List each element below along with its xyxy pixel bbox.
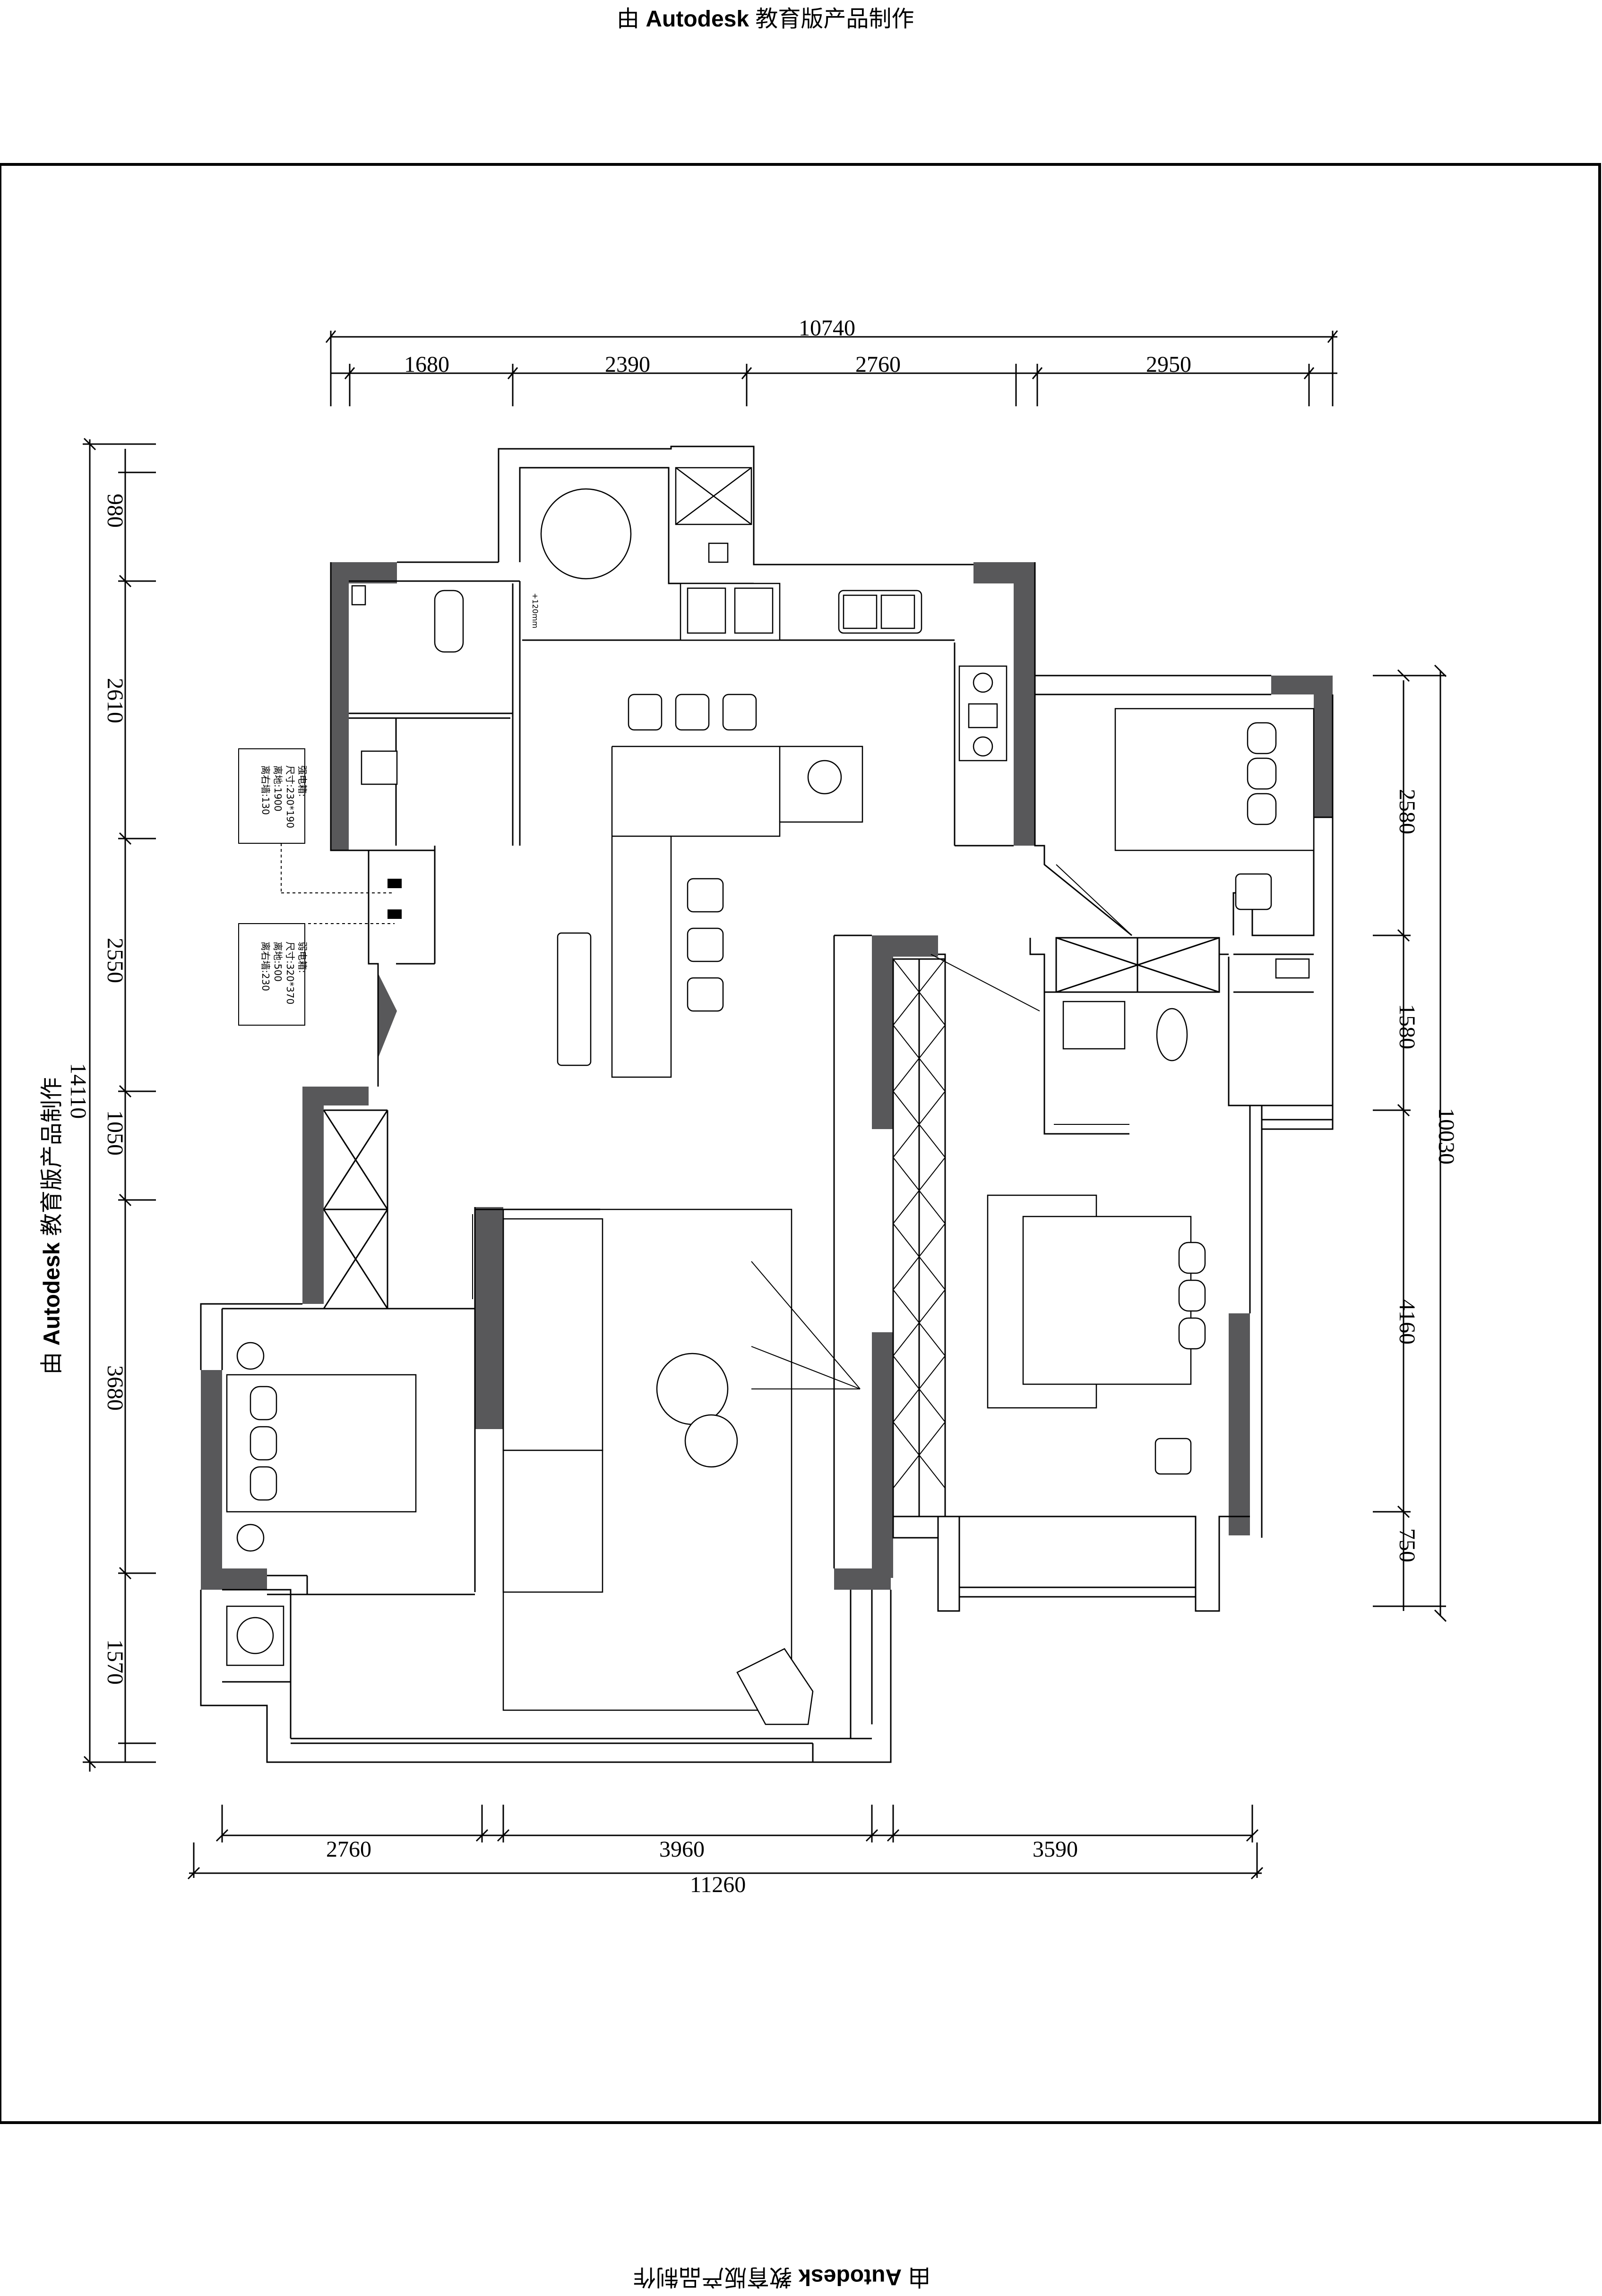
dim-left-4: 1050 <box>103 1110 128 1156</box>
dim-left-5: 3680 <box>103 1365 128 1411</box>
walls-outline <box>201 446 1333 1762</box>
level-mark: +120mm <box>529 593 541 628</box>
dim-top-1: 1680 <box>404 352 449 377</box>
electrical-note-1: 强电箱: 尺寸:230*190 离地:1900 离右墙:130 <box>259 765 309 828</box>
dim-left-total: 14110 <box>66 1063 91 1119</box>
dim-left-1: 980 <box>103 494 128 528</box>
left-dimensions <box>83 438 156 1772</box>
dim-left-6: 1570 <box>103 1639 128 1685</box>
dim-right-total: 10030 <box>1434 1108 1459 1165</box>
dim-left-3: 2550 <box>103 938 128 983</box>
dim-bottom-total: 11260 <box>690 1872 746 1897</box>
dim-bottom-2: 3960 <box>659 1837 705 1862</box>
dim-right-3: 4160 <box>1395 1299 1420 1345</box>
dim-bottom-3: 3590 <box>1033 1837 1078 1862</box>
dim-top-4: 2950 <box>1146 352 1191 377</box>
dim-right-4: 750 <box>1395 1528 1420 1562</box>
dim-top-2: 2390 <box>605 352 650 377</box>
furniture <box>227 468 1314 1724</box>
dim-right-2: 1580 <box>1395 1004 1420 1049</box>
dim-right-1: 2580 <box>1395 789 1420 834</box>
sheet-frame <box>0 164 1600 2123</box>
dim-left-2: 2610 <box>103 678 128 723</box>
dim-top-total: 10740 <box>799 316 855 341</box>
dim-top-3: 2760 <box>855 352 901 377</box>
dim-bottom-1: 2760 <box>326 1837 371 1862</box>
electrical-note-2: 弱电箱: 尺寸:320*370 离地:500 离右墙:230 <box>259 942 309 1004</box>
